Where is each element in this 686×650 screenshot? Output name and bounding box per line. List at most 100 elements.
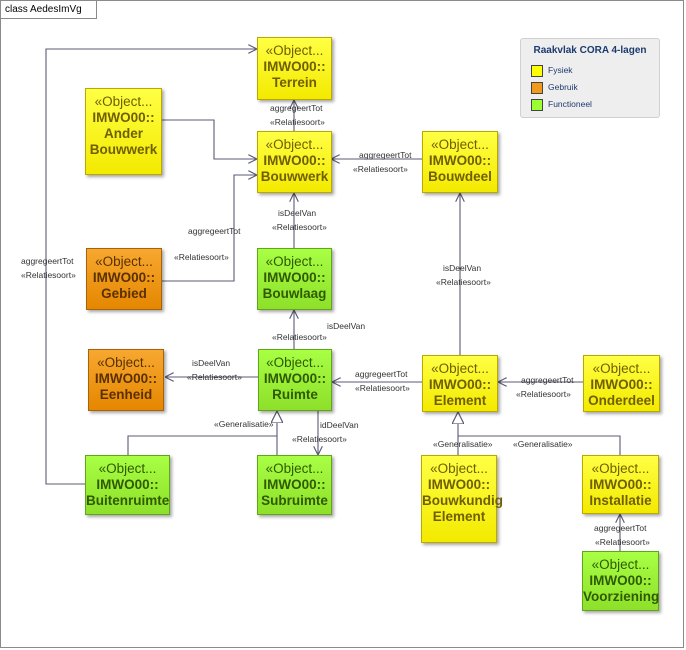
- edge-label-name: aggregeertTot: [270, 103, 323, 113]
- edge-label-name: aggregeertTot: [188, 226, 241, 236]
- node-name: Bouwlaag: [262, 286, 327, 301]
- node-name: Voorziening: [583, 589, 660, 604]
- node-gebied[interactable]: «Object... IMWO00:: Gebied: [86, 248, 162, 310]
- edge-installatie-element-gen: [458, 435, 621, 455]
- node-onderdeel[interactable]: «Object... IMWO00:: Onderdeel: [583, 355, 660, 412]
- legend-swatch: [531, 65, 543, 77]
- node-name: IMWO00::: [428, 377, 492, 392]
- edge-label-stereotype: «Relatiesoort»: [270, 117, 325, 127]
- node-name: Bouwkundig: [422, 493, 503, 508]
- node-stereotype: «Object...: [591, 461, 650, 476]
- node-name: IMWO00::: [94, 371, 158, 386]
- legend-label: Fysiek: [548, 65, 573, 75]
- node-name: Installatie: [589, 493, 652, 508]
- node-ander-bouwwerk[interactable]: «Object... IMWO00:: Ander Bouwwerk: [85, 88, 162, 175]
- node-bouwwerk[interactable]: «Object... IMWO00:: Bouwwerk: [257, 131, 332, 193]
- node-name: IMWO00::: [263, 153, 326, 168]
- node-stereotype: «Object...: [592, 361, 651, 376]
- node-name: Element: [433, 393, 487, 408]
- node-name: IMWO00::: [263, 59, 326, 74]
- edge-label-stereotype: «Relatiesoort»: [187, 372, 242, 382]
- edge-label-name: idDeelVan: [320, 420, 359, 430]
- legend-title: Raakvlak CORA 4-lagen: [533, 45, 647, 56]
- node-name: IMWO00::: [96, 477, 159, 492]
- node-bouwkundig-element[interactable]: «Object... IMWO00:: Bouwkundig Element: [421, 455, 503, 543]
- node-stereotype: «Object...: [97, 355, 155, 370]
- edge-gebied-bouwwerk: [162, 175, 257, 282]
- node-stereotype: «Object...: [431, 361, 489, 376]
- edge-label-name: aggregeertTot: [21, 256, 74, 266]
- edge-anderbouwwerk-bouwwerk: [162, 119, 257, 159]
- edge-label-stereotype: «Generalisatie»: [513, 439, 573, 449]
- edge-label-stereotype: «Relatiesoort»: [355, 383, 410, 393]
- node-name: Ander: [103, 126, 143, 141]
- edge-label-stereotype: «Relatiesoort»: [436, 277, 491, 287]
- edge-buitenruimte-ruimte-gen: [127, 411, 277, 455]
- node-name: Onderdeel: [588, 393, 655, 408]
- edge-label-stereotype: «Relatiesoort»: [272, 332, 327, 342]
- node-name: Bouwwerk: [260, 169, 329, 184]
- node-name: IMWO00::: [589, 477, 652, 492]
- node-name: Gebied: [101, 286, 147, 301]
- edge-label-name: isDeelVan: [327, 321, 366, 331]
- node-stereotype: «Object...: [98, 461, 157, 476]
- node-buitenruimte[interactable]: «Object... IMWO00:: Buitenruimte: [85, 455, 170, 515]
- node-stereotype: «Object...: [265, 137, 324, 152]
- node-stereotype: «Object...: [265, 461, 324, 476]
- edge-label-stereotype: «Relatiesoort»: [292, 434, 347, 444]
- node-voorziening[interactable]: «Object... IMWO00:: Voorziening: [582, 551, 659, 611]
- edge-label-stereotype: «Generalisatie»: [433, 439, 493, 449]
- node-subruimte[interactable]: «Object... IMWO00:: Subruimte: [257, 455, 332, 515]
- node-name: Bouwdeel: [428, 169, 492, 184]
- legend-swatch: [531, 99, 543, 111]
- node-stereotype: «Object...: [94, 94, 153, 109]
- node-name: Buitenruimte: [86, 493, 170, 508]
- node-name: IMWO00::: [92, 110, 155, 125]
- node-name: IMWO00::: [590, 377, 653, 392]
- edge-label-stereotype: «Relatiesoort»: [21, 270, 76, 280]
- node-bouwlaag[interactable]: «Object... IMWO00:: Bouwlaag: [257, 248, 332, 310]
- node-name: IMWO00::: [263, 371, 327, 386]
- node-bouwdeel[interactable]: «Object... IMWO00:: Bouwdeel: [422, 131, 498, 193]
- node-name: IMWO00::: [589, 573, 652, 588]
- edge-label-name: aggregeertTot: [521, 375, 574, 385]
- node-name: Element: [432, 509, 486, 524]
- edge-label-stereotype: «Generalisatie»: [214, 419, 274, 429]
- node-name: Subruimte: [261, 493, 328, 508]
- node-element[interactable]: «Object... IMWO00:: Element: [422, 355, 498, 412]
- edge-label-name: isDeelVan: [278, 208, 317, 218]
- edge-label-name: isDeelVan: [443, 263, 482, 273]
- edge-buitenruimte-terrein: [45, 49, 257, 485]
- node-stereotype: «Object...: [265, 254, 324, 269]
- edge-label-stereotype: «Relatiesoort»: [174, 252, 229, 262]
- edge-label-stereotype: «Relatiesoort»: [272, 222, 327, 232]
- legend-label: Functioneel: [548, 99, 592, 109]
- node-name: IMWO00::: [427, 477, 491, 492]
- node-stereotype: «Object...: [265, 43, 324, 58]
- node-name: IMWO00::: [263, 270, 326, 285]
- node-name: IMWO00::: [92, 270, 156, 285]
- node-stereotype: «Object...: [591, 557, 650, 572]
- edge-label-stereotype: «Relatiesoort»: [595, 537, 650, 547]
- edge-label-name: aggregeertTot: [355, 369, 408, 379]
- node-ruimte[interactable]: «Object... IMWO00:: Ruimte: [258, 349, 332, 411]
- legend-swatch: [531, 82, 543, 94]
- node-stereotype: «Object...: [95, 254, 153, 269]
- diagram-title: class AedesImVg: [1, 1, 97, 19]
- edge-label-stereotype: «Relatiesoort»: [516, 389, 571, 399]
- legend: Raakvlak CORA 4-lagen Fysiek Gebruik Fun…: [520, 38, 660, 118]
- node-name: Terrein: [272, 75, 317, 90]
- edge-label-stereotype: «Relatiesoort»: [353, 164, 408, 174]
- node-name: IMWO00::: [428, 153, 492, 168]
- node-name: Ruimte: [272, 387, 318, 402]
- node-name: IMWO00::: [263, 477, 326, 492]
- edge-label-name: aggregeertTot: [359, 150, 412, 160]
- node-name: Bouwwerk: [89, 142, 158, 157]
- node-terrein[interactable]: «Object... IMWO00:: Terrein: [257, 37, 332, 100]
- node-stereotype: «Object...: [266, 355, 324, 370]
- node-installatie[interactable]: «Object... IMWO00:: Installatie: [582, 455, 659, 514]
- node-eenheid[interactable]: «Object... IMWO00:: Eenheid: [88, 349, 164, 411]
- node-stereotype: «Object...: [430, 461, 488, 476]
